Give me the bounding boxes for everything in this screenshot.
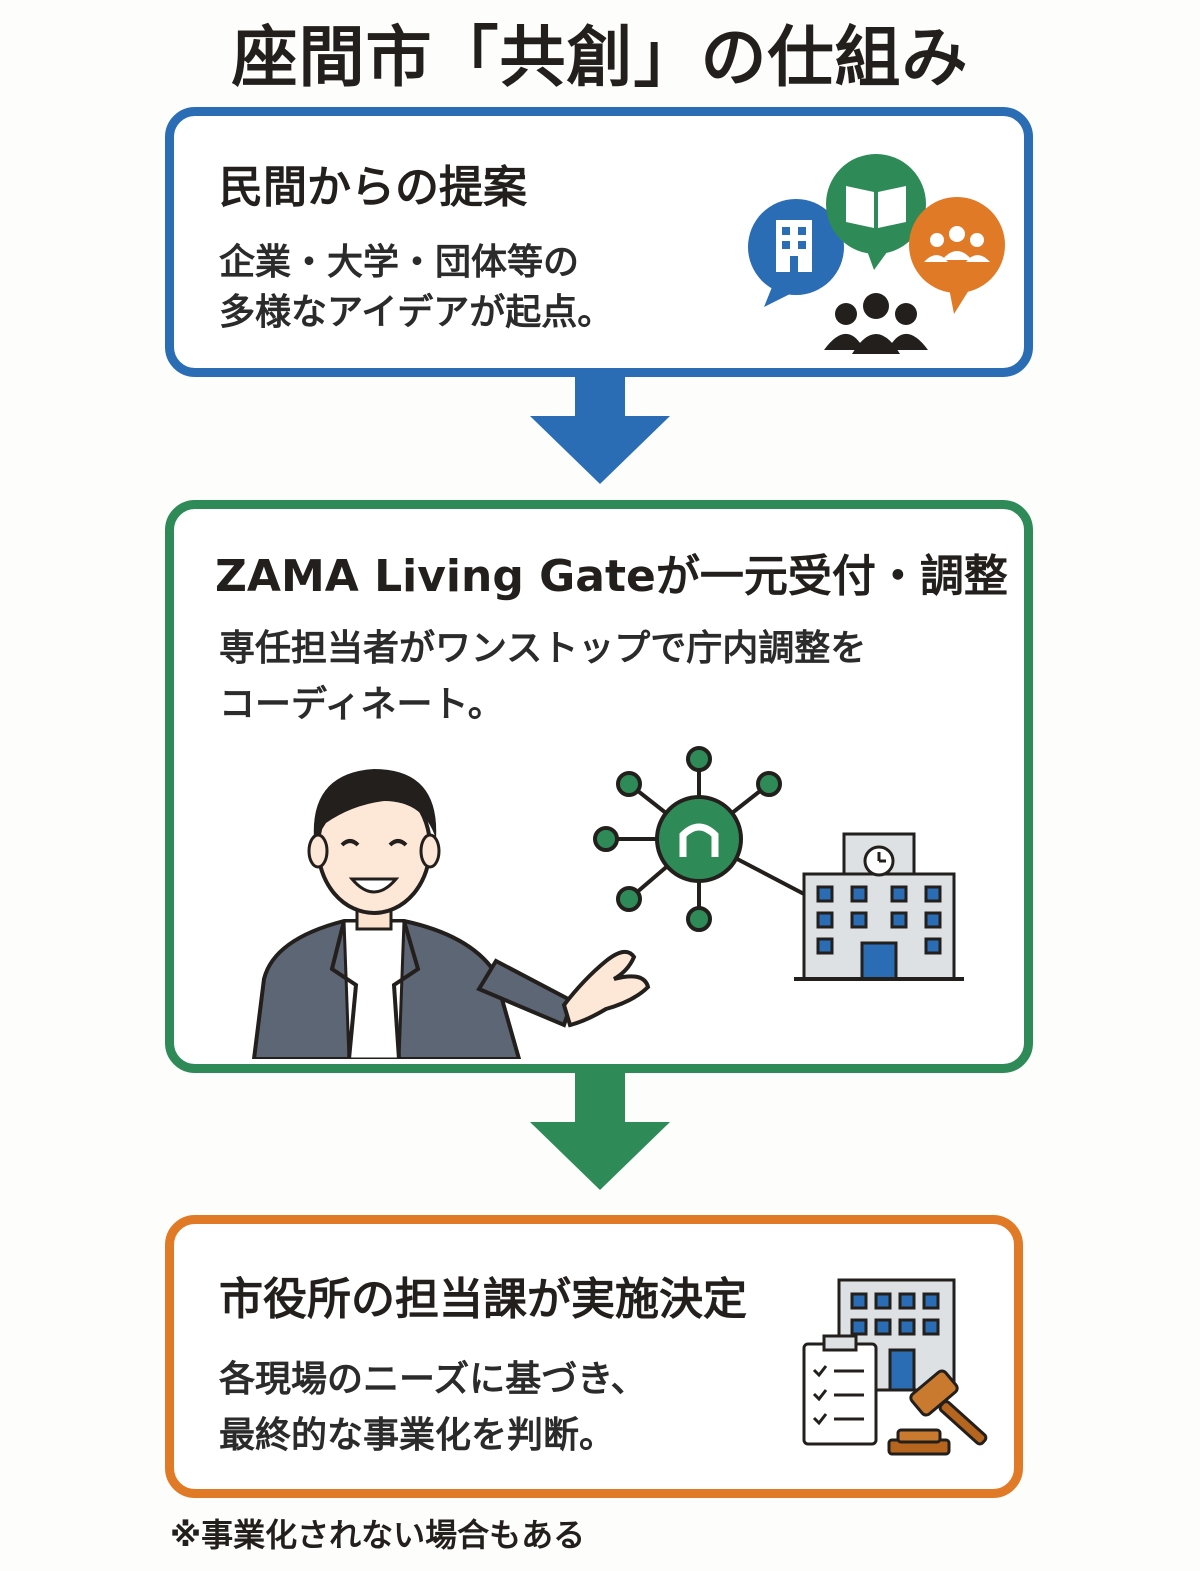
staff-person-icon [251, 769, 651, 1059]
city-hall-icon [794, 832, 964, 981]
people-icon [824, 293, 928, 354]
page-title: 座間市「共創」の仕組み [231, 19, 969, 96]
gateway-illustration [251, 746, 964, 1059]
network-hub-icon [593, 746, 805, 932]
checklist-icon [802, 1334, 878, 1446]
flow-arrow-down-1 [530, 374, 670, 484]
building-icon [748, 199, 844, 307]
step-decision-body: 各現場のニーズに基づき、 最終的な事業化を判断。 [219, 1359, 647, 1456]
footnote: ※事業化されない場合もある [170, 1516, 586, 1554]
step-gateway-title: ZAMA Living Gateが一元受付・調整 [215, 551, 1008, 602]
decision-illustration [802, 1278, 988, 1456]
flow-arrow-down-2 [530, 1070, 670, 1190]
step-decision-title: 市役所の担当課が実施決定 [219, 1274, 747, 1325]
proposal-illustration [748, 154, 1005, 354]
step-proposal-title: 民間からの提案 [219, 162, 527, 213]
step-gateway-body: 専任担当者がワンストップで庁内調整を コーディネート。 [219, 628, 867, 725]
book-icon [826, 154, 926, 270]
step-gateway-box: ZAMA Living Gateが一元受付・調整 専任担当者がワンストップで庁内… [165, 500, 1033, 1073]
step-decision-box: 市役所の担当課が実施決定 各現場のニーズに基づき、 最終的な事業化を判断。 [165, 1215, 1023, 1498]
gavel-icon [887, 1369, 988, 1456]
step-proposal-body: 企業・大学・団体等の 多様なアイデアが起点。 [219, 242, 614, 333]
step-proposal-box: 民間からの提案 企業・大学・団体等の 多様なアイデアが起点。 [165, 107, 1033, 377]
group-icon [909, 197, 1005, 314]
